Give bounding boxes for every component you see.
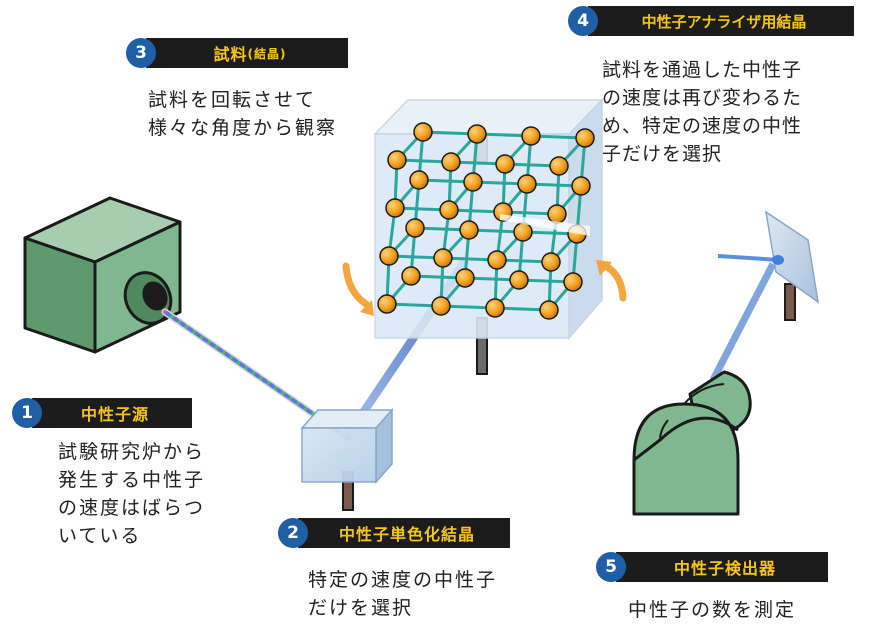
title-sample-sub: (結晶) <box>247 46 287 61</box>
lattice-atom <box>433 248 453 268</box>
lattice-atom <box>549 156 569 176</box>
lattice-atom <box>439 200 459 220</box>
lattice-atom <box>541 252 561 272</box>
title-monochromator: 中性子単色化結晶 <box>298 518 510 548</box>
label-sample: 3 試料(結晶) <box>126 38 348 68</box>
lattice-atom <box>547 204 567 224</box>
label-monochromator: 2 中性子単色化結晶 <box>278 518 510 548</box>
lattice-atom <box>571 176 591 196</box>
lattice-atom <box>521 126 541 146</box>
lattice-atom <box>485 298 505 318</box>
desc-neutron-source: 試験研究炉から 発生する中性子 の速度はばらつ いている <box>58 441 206 547</box>
lattice-atom <box>431 296 451 316</box>
monochromator-crystal <box>300 408 394 511</box>
lattice-atom <box>413 122 433 142</box>
lattice-atom <box>379 246 399 266</box>
desc-detector: 中性子の数を測定 <box>628 599 797 621</box>
title-neutron-source: 中性子源 <box>32 398 192 428</box>
lattice-atom <box>459 220 479 240</box>
lattice-atom <box>441 152 461 172</box>
lattice-atom <box>387 150 407 170</box>
lattice-atom <box>509 270 529 290</box>
lattice-atom <box>463 172 483 192</box>
lattice-atom <box>513 222 533 242</box>
neutron-detector <box>632 370 752 516</box>
desc-sample: 試料を回転させて 様々な角度から観察 <box>148 89 338 139</box>
lattice-atom <box>467 124 487 144</box>
title-sample: 試料(結晶) <box>146 38 348 68</box>
lattice-atom <box>409 170 429 190</box>
label-detector: 5 中性子検出器 <box>596 552 828 582</box>
badge-5: 5 <box>596 552 626 582</box>
lattice-atom <box>487 250 507 270</box>
lattice-atom <box>575 128 595 148</box>
desc-monochromator: 特定の速度の中性子 だけを選択 <box>308 569 498 619</box>
label-neutron-source: 1 中性子源 <box>12 398 192 428</box>
badge-1: 1 <box>12 398 42 428</box>
scattered-beam <box>500 214 590 236</box>
lattice-atom <box>539 300 559 320</box>
lattice-atom <box>405 218 425 238</box>
lattice-atom <box>401 266 421 286</box>
lattice-atom <box>563 272 583 292</box>
badge-3: 3 <box>126 38 156 68</box>
title-detector: 中性子検出器 <box>616 552 828 582</box>
badge-2: 2 <box>278 518 308 548</box>
rotation-arrows <box>342 260 627 316</box>
label-analyzer: 4 中性子アナライザ用結晶 <box>568 6 854 36</box>
lattice-atom <box>455 268 475 288</box>
lattice-atom <box>517 174 537 194</box>
badge-4: 4 <box>568 6 598 36</box>
title-analyzer: 中性子アナライザ用結晶 <box>588 6 854 36</box>
lattice-atom <box>495 154 515 174</box>
analyzed-beam <box>710 262 776 382</box>
lattice-atom <box>377 294 397 314</box>
title-sample-main: 試料 <box>213 45 248 64</box>
desc-analyzer: 試料を通過した中性子 の速度は再び変わるた め、特定の速度の中性 子だけを選択 <box>602 59 803 165</box>
analyzer-crystal <box>718 210 820 321</box>
neutron-source-box <box>23 196 182 354</box>
lattice-atom <box>385 198 405 218</box>
